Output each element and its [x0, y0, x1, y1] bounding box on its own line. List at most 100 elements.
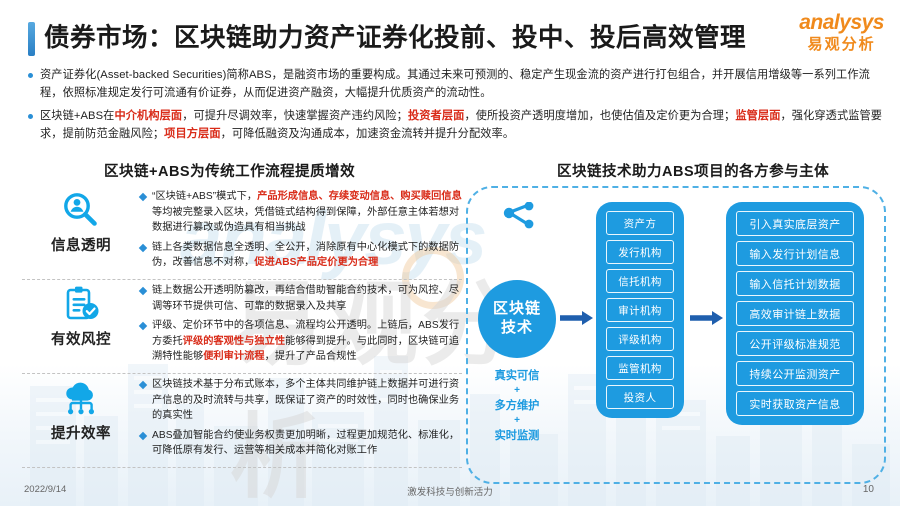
hub-line-2: 技术: [500, 319, 533, 336]
left-column-heading: 区块链+ABS为传统工作流程提质增效: [104, 164, 356, 180]
diamond-bullet-icon: [138, 286, 148, 296]
f0-p0-highlight-1: 产品形成信息、存续变动信息、购买赎回信息: [257, 191, 462, 202]
f2-p0-text-0: 区块链技术基于分布式账本，多个主体共同维护链上数据并可进行资产信息的及时流转与共…: [152, 379, 460, 421]
plus-separator-icon: +: [514, 415, 520, 427]
bullet-abs-definition-body: 资产证券化(Asset-backed Securities)简称ABS，是融资市…: [40, 66, 884, 102]
right-column-heading: 区块链技术助力ABS项目的各方参与主体: [557, 164, 830, 180]
feature-icon-wrap: 提升效率: [22, 374, 140, 443]
plus-separator-icon: +: [514, 385, 520, 397]
logo-wordmark: analysys: [799, 11, 884, 34]
action-chip: 引入真实底层资产: [736, 211, 854, 236]
bullet-blockchain-abs-value-text-6: ，强化穿透式监管要求，提前防范金融风险；: [40, 110, 883, 141]
f1-p1-text-0: 评级、定价环节中的各项信息、流程均公开透明。上链后，ABS发行方委托: [152, 320, 460, 347]
feature-label: 提升效率: [51, 426, 111, 442]
f0-p1-text-0: 链上各类数据信息全透明、全公开，消除原有中心化模式下的数据防伪，改善信息不对称，: [152, 241, 460, 269]
feature-point-text: 链上各类数据信息全透明、全公开，消除原有中心化模式下的数据防伪，改善信息不对称，…: [152, 240, 462, 271]
diamond-bullet-icon: [138, 380, 148, 390]
bullet-dot-icon: [28, 114, 33, 120]
title-accent-bar: [28, 22, 35, 56]
feature-point-text: 区块链技术基于分布式账本，多个主体共同维护链上数据并可进行资产信息的及时流转与共…: [152, 377, 462, 424]
cloud-network-icon: [61, 378, 101, 418]
bullet-abs-definition-text-0: 资产证券化(Asset-backed Securities)简称ABS，是融资市…: [40, 69, 870, 100]
f1-p1-text-2: 能够得到提升。与此同时，区块链可追溯特性能够: [152, 335, 460, 363]
analysys-logo: analysys 易观分析: [799, 12, 884, 52]
bullet-blockchain-abs-value-highlight-5: 监管层面: [735, 110, 781, 123]
participants-column: 资产方发行机构信托机构审计机构评级机构监管机构投资人: [596, 202, 684, 418]
f2-p1-text-0: ABS叠加智能合约使业务权责更加明晰，过程更加规范化、标准化，可降低原有发行、运…: [152, 429, 460, 457]
logo-chinese-name: 易观分析: [807, 36, 876, 53]
bullet-blockchain-abs-value-body: 区块链+ABS在中介机构层面，可提升尽调效率，快速掌握资产违约风险；投资者层面，…: [40, 107, 884, 143]
bullet-blockchain-abs-value: 区块链+ABS在中介机构层面，可提升尽调效率，快速掌握资产违约风险；投资者层面，…: [28, 107, 884, 143]
diamond-bullet-icon: [138, 321, 148, 331]
action-chip: 输入信托计划数据: [736, 271, 854, 296]
action-chip: 公开评级标准规范: [736, 331, 854, 356]
diamond-bullet-icon: [138, 431, 148, 440]
bullet-blockchain-abs-value-text-2: ，可提升尽调效率，快速掌握资产违约风险；: [182, 110, 408, 123]
arrow-hub-to-participants: [560, 310, 594, 326]
footer-page-number: 10: [862, 484, 874, 495]
bullet-blockchain-abs-value-text-8: ，可降低融资及沟通成本，加速资金流转并提升分配效率。: [220, 128, 515, 141]
arrow-participants-to-actions: [690, 310, 724, 326]
feature-信息透明: 信息透明 “区块链+ABS”模式下，产品形成信息、存续变动信息、购买赎回信息等均被…: [22, 186, 462, 280]
participants-diagram: 区块链 技术 真实可信+多方维护+实时监测 资产方发行机构信托机构审计机构评级机…: [466, 186, 886, 484]
share-network-icon: [502, 201, 536, 237]
feature-point: “区块链+ABS”模式下，产品形成信息、存续变动信息、购买赎回信息等均被完整录入…: [138, 189, 462, 236]
feature-icon-wrap: 有效风控: [22, 280, 140, 349]
f1-p1-highlight-3: 便利审计流程: [203, 351, 265, 362]
f1-p1-highlight-1: 评级的客观性与独立性: [182, 335, 286, 347]
feature-point: 区块链技术基于分布式账本，多个主体共同维护链上数据并可进行资产信息的及时流转与共…: [138, 377, 462, 424]
feature-list: 信息透明 “区块链+ABS”模式下，产品形成信息、存续变动信息、购买赎回信息等均被…: [22, 186, 462, 476]
action-chip: 持续公开监测资产: [736, 361, 854, 386]
participant-chip: 评级机构: [606, 327, 674, 351]
bullet-blockchain-abs-value-highlight-7: 项目方层面: [164, 128, 221, 141]
bullet-blockchain-abs-value-text-4: ，使所投资产透明度增加，也使估值及定价更为合理；: [464, 110, 736, 123]
diamond-bullet-icon: [138, 192, 148, 202]
feature-提升效率: 提升效率 区块链技术基于分布式账本，多个主体共同维护链上数据并可进行资产信息的及时…: [22, 374, 462, 468]
slide-header: 债券市场：区块链助力资产证券化投前、投中、投后高效管理 analysys 易观分…: [0, 0, 900, 62]
participant-chip: 发行机构: [606, 240, 674, 264]
actions-column: 引入真实底层资产输入发行计划信息输入信托计划数据高效审计链上数据公开评级标准规范…: [726, 202, 864, 425]
bullet-blockchain-abs-value-text-0: 区块链+ABS在: [40, 110, 115, 123]
action-chip: 高效审计链上数据: [736, 301, 854, 326]
bullet-blockchain-abs-value-highlight-1: 中介机构层面: [114, 110, 183, 123]
feature-label: 信息透明: [51, 238, 111, 254]
hub-attribute-list: 真实可信+多方维护+实时监测: [474, 368, 560, 445]
clipboard-check-icon: [61, 284, 101, 324]
bullet-blockchain-abs-value-highlight-3: 投资者层面: [407, 110, 465, 123]
feature-body: 区块链技术基于分布式账本，多个主体共同维护链上数据并可进行资产信息的及时流转与共…: [138, 374, 462, 463]
f0-p0-text-2: 等均被完整录入区块，凭借链式结构得到保障，外部任意主体若想对数据进行篡改或伪造具…: [152, 206, 460, 234]
f1-p1-text-4: ，提升了产品合规性: [264, 351, 357, 362]
diamond-bullet-icon: [138, 243, 148, 252]
feature-icon-wrap: 信息透明: [22, 186, 140, 255]
participant-chip: 监管机构: [606, 356, 674, 380]
participant-chip: 审计机构: [606, 298, 674, 322]
feature-point: 链上数据公开透明防篡改，再结合借助智能合约技术，可为风控、尽调等环节提供可信、可…: [138, 283, 462, 314]
hub-attribute: 实时监测: [494, 430, 540, 443]
f0-p0-text-0: “区块链+ABS”模式下，: [152, 191, 258, 202]
blockchain-tech-hub: 区块链 技术: [478, 280, 556, 358]
action-chip: 输入发行计划信息: [736, 241, 854, 266]
footer-slogan: 激发科技与创新活力: [407, 487, 493, 498]
feature-point: 评级、定价环节中的各项信息、流程均公开透明。上链后，ABS发行方委托评级的客观性…: [138, 318, 462, 365]
action-chip: 实时获取资产信息: [736, 391, 854, 416]
hub-line-1: 区块链: [492, 300, 541, 318]
feature-有效风控: 有效风控 链上数据公开透明防篡改，再结合借助智能合约技术，可为风控、尽调等环节提供…: [22, 280, 462, 374]
feature-body: 链上数据公开透明防篡改，再结合借助智能合约技术，可为风控、尽调等环节提供可信、可…: [138, 280, 462, 369]
f1-p0-text-0: 链上数据公开透明防篡改，再结合借助智能合约技术，可为风控、尽调等环节提供可信、可…: [152, 285, 460, 312]
feature-point-text: 链上数据公开透明防篡改，再结合借助智能合约技术，可为风控、尽调等环节提供可信、可…: [152, 283, 462, 314]
feature-point: ABS叠加智能合约使业务权责更加明晰，过程更加规范化、标准化，可降低原有发行、运…: [138, 428, 462, 459]
bullet-abs-definition: 资产证券化(Asset-backed Securities)简称ABS，是融资市…: [28, 66, 884, 102]
slide-footer: 2022/9/14 激发科技与创新活力 10: [0, 478, 900, 506]
hub-attribute: 多方维护: [494, 400, 540, 413]
footer-date: 2022/9/14: [24, 484, 67, 495]
feature-point-text: 评级、定价环节中的各项信息、流程均公开透明。上链后，ABS发行方委托评级的客观性…: [152, 318, 462, 365]
intro-bullet-list: 资产证券化(Asset-backed Securities)简称ABS，是融资市…: [28, 66, 884, 149]
user-search-icon: [61, 190, 101, 230]
feature-label: 有效风控: [51, 332, 111, 348]
participant-chip: 投资人: [606, 385, 674, 409]
feature-point-text: “区块链+ABS”模式下，产品形成信息、存续变动信息、购买赎回信息等均被完整录入…: [152, 189, 462, 236]
participant-chip: 资产方: [606, 211, 674, 235]
feature-point-text: ABS叠加智能合约使业务权责更加明晰，过程更加规范化、标准化，可降低原有发行、运…: [152, 428, 462, 459]
bullet-dot-icon: [28, 73, 33, 78]
